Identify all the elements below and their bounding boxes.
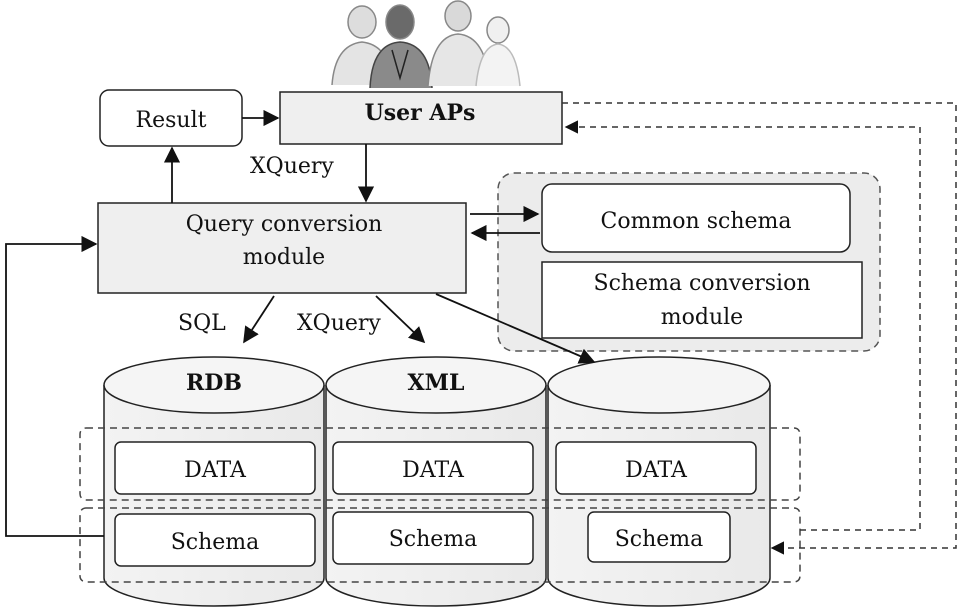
arrow-query-to-db3 [435,293,596,364]
db-1-schema-box: Schema [114,513,316,567]
schema-conversion-module-box: Schema conversion module [541,261,863,339]
db-2-schema-box: Schema [332,511,534,565]
db-1-data-box: DATA [114,441,316,495]
schema-layer-band [79,507,801,583]
query-conversion-label-line2: module [243,245,325,270]
user-figure-4-icon [475,16,521,87]
db-3-schema-label: Schema [615,527,704,552]
user-aps-label: User APs [365,100,476,126]
result-label: Result [136,108,207,133]
common-schema-label: Common schema [601,209,792,234]
schema-conversion-label-line2: module [661,305,743,330]
result-box: Result [99,89,243,147]
schema-conversion-label-line1: Schema conversion [594,271,811,296]
arrow-schema-feedback-left [5,235,104,537]
common-schema-box: Common schema [541,183,851,253]
query-conversion-label-line1: Query conversion [186,212,383,237]
db-2-name: XML [408,370,465,396]
data-layer-band [79,427,801,501]
arrow-query-to-rdb [243,295,275,344]
edge-label-sql: SQL [178,311,226,336]
db-1-data-label: DATA [184,458,247,483]
db-1-name: RDB [186,370,242,396]
arrow-query-to-xml [375,295,426,344]
user-aps-box: User APs [279,91,563,145]
db-2-data-label: DATA [402,458,465,483]
db-2-schema-label: Schema [389,527,478,552]
edge-label-xquery-mid: XQuery [297,311,381,336]
dashed-arrow-to-userap [564,120,921,531]
user-figure-2-icon [369,4,433,89]
db-3-data-box: DATA [555,441,757,495]
dashed-arrow-to-schema [562,102,957,555]
query-conversion-module-box: Query conversion module [97,202,467,294]
users-group-icon [331,0,521,89]
db-3-schema-box: Schema [587,511,731,563]
edge-label-xquery-top: XQuery [250,154,334,179]
db-3-data-label: DATA [625,458,688,483]
db-1-schema-label: Schema [171,530,260,555]
db-2-data-box: DATA [332,441,534,495]
